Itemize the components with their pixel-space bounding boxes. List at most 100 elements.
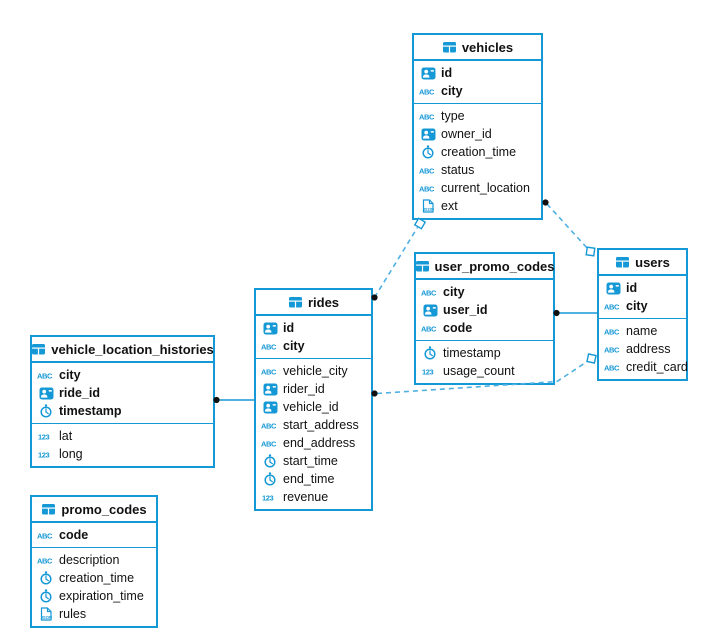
field-row-id[interactable]: id bbox=[414, 64, 541, 82]
field-name: description bbox=[59, 553, 120, 567]
field-name: name bbox=[626, 324, 658, 338]
abc-text-icon: ABC bbox=[261, 341, 279, 352]
numeric-123-icon: 123 bbox=[37, 431, 55, 442]
svg-text:ABC: ABC bbox=[419, 88, 435, 97]
field-name: long bbox=[59, 447, 83, 461]
field-name: code bbox=[59, 528, 89, 542]
relationship-vehicles-users[interactable] bbox=[542, 199, 596, 257]
field-row-description[interactable]: ABC description bbox=[32, 551, 156, 569]
field-name: address bbox=[626, 342, 671, 356]
field-row-owner_id[interactable]: owner_id bbox=[414, 125, 541, 143]
field-name: rider_id bbox=[283, 382, 325, 396]
table-header[interactable]: vehicle_location_histories bbox=[32, 337, 214, 363]
field-name: start_time bbox=[283, 454, 338, 468]
svg-text:ABC: ABC bbox=[37, 372, 53, 381]
field-row-start_time[interactable]: start_time bbox=[256, 452, 371, 470]
field-row-id[interactable]: id bbox=[599, 279, 686, 297]
abc-text-icon: ABC bbox=[419, 111, 437, 122]
field-section: 123 lat 123 long bbox=[32, 424, 213, 466]
field-row-start_address[interactable]: ABC start_address bbox=[256, 416, 371, 434]
table-header[interactable]: user_promo_codes bbox=[415, 254, 554, 280]
field-row-id[interactable]: id bbox=[256, 319, 371, 337]
field-row-vehicle_id[interactable]: vehicle_id bbox=[256, 398, 371, 416]
user-id-icon bbox=[604, 282, 622, 295]
field-row-lat[interactable]: 123 lat bbox=[32, 427, 213, 445]
table-header[interactable]: vehicles bbox=[414, 35, 541, 61]
abc-text-icon: ABC bbox=[604, 344, 622, 355]
relationship-user_promo_codes-users[interactable] bbox=[553, 309, 597, 317]
field-name: lat bbox=[59, 429, 73, 443]
field-name: city bbox=[443, 285, 465, 299]
abc-text-icon: ABC bbox=[604, 326, 622, 337]
table-header[interactable]: rides bbox=[256, 290, 371, 316]
svg-text:ABC: ABC bbox=[261, 343, 277, 352]
abc-text-icon: ABC bbox=[421, 323, 439, 334]
field-name: rules bbox=[59, 607, 87, 621]
field-name: vehicle_city bbox=[283, 364, 348, 378]
field-row-ride_id[interactable]: ride_id bbox=[32, 384, 213, 402]
field-row-long[interactable]: 123 long bbox=[32, 445, 213, 463]
svg-text:ABC: ABC bbox=[421, 325, 437, 334]
svg-text:ABC: ABC bbox=[261, 422, 277, 431]
svg-text:123: 123 bbox=[38, 451, 50, 460]
field-row-user_id[interactable]: user_id bbox=[416, 301, 553, 319]
svg-text:ABC: ABC bbox=[604, 303, 620, 312]
numeric-123-icon: 123 bbox=[37, 449, 55, 460]
field-section: ABC description creation_time expiration_ti… bbox=[32, 548, 156, 626]
field-row-address[interactable]: ABC address bbox=[599, 340, 686, 358]
field-row-expiration_time[interactable]: expiration_time bbox=[32, 587, 156, 605]
field-row-end_time[interactable]: end_time bbox=[256, 470, 371, 488]
field-row-name[interactable]: ABC name bbox=[599, 322, 686, 340]
relationship-vehicle_location_histories-rides[interactable] bbox=[213, 396, 254, 404]
svg-text:ABC: ABC bbox=[419, 167, 435, 176]
field-row-rider_id[interactable]: rider_id bbox=[256, 380, 371, 398]
field-name: end_time bbox=[283, 472, 335, 486]
table-icon bbox=[442, 40, 457, 54]
abc-text-icon: ABC bbox=[261, 438, 279, 449]
field-name: current_location bbox=[441, 181, 530, 195]
abc-text-icon: ABC bbox=[261, 420, 279, 431]
numeric-123-icon: 123 bbox=[261, 492, 279, 503]
field-row-creation_time[interactable]: creation_time bbox=[414, 143, 541, 161]
table-header[interactable]: users bbox=[599, 250, 686, 276]
field-row-city[interactable]: ABC city bbox=[416, 283, 553, 301]
table-title: promo_codes bbox=[61, 501, 147, 517]
table-header[interactable]: promo_codes bbox=[32, 497, 156, 523]
field-row-timestamp[interactable]: timestamp bbox=[32, 402, 213, 420]
svg-text:ABC: ABC bbox=[37, 557, 53, 566]
svg-text:ABC: ABC bbox=[419, 113, 435, 122]
svg-text:ABC: ABC bbox=[421, 289, 437, 298]
abc-text-icon: ABC bbox=[419, 86, 437, 97]
field-name: start_address bbox=[283, 418, 359, 432]
field-name: creation_time bbox=[59, 571, 135, 585]
field-name: owner_id bbox=[441, 127, 492, 141]
abc-text-icon: ABC bbox=[37, 555, 55, 566]
field-row-timestamp[interactable]: timestamp bbox=[416, 344, 553, 362]
field-row-creation_time[interactable]: creation_time bbox=[32, 569, 156, 587]
